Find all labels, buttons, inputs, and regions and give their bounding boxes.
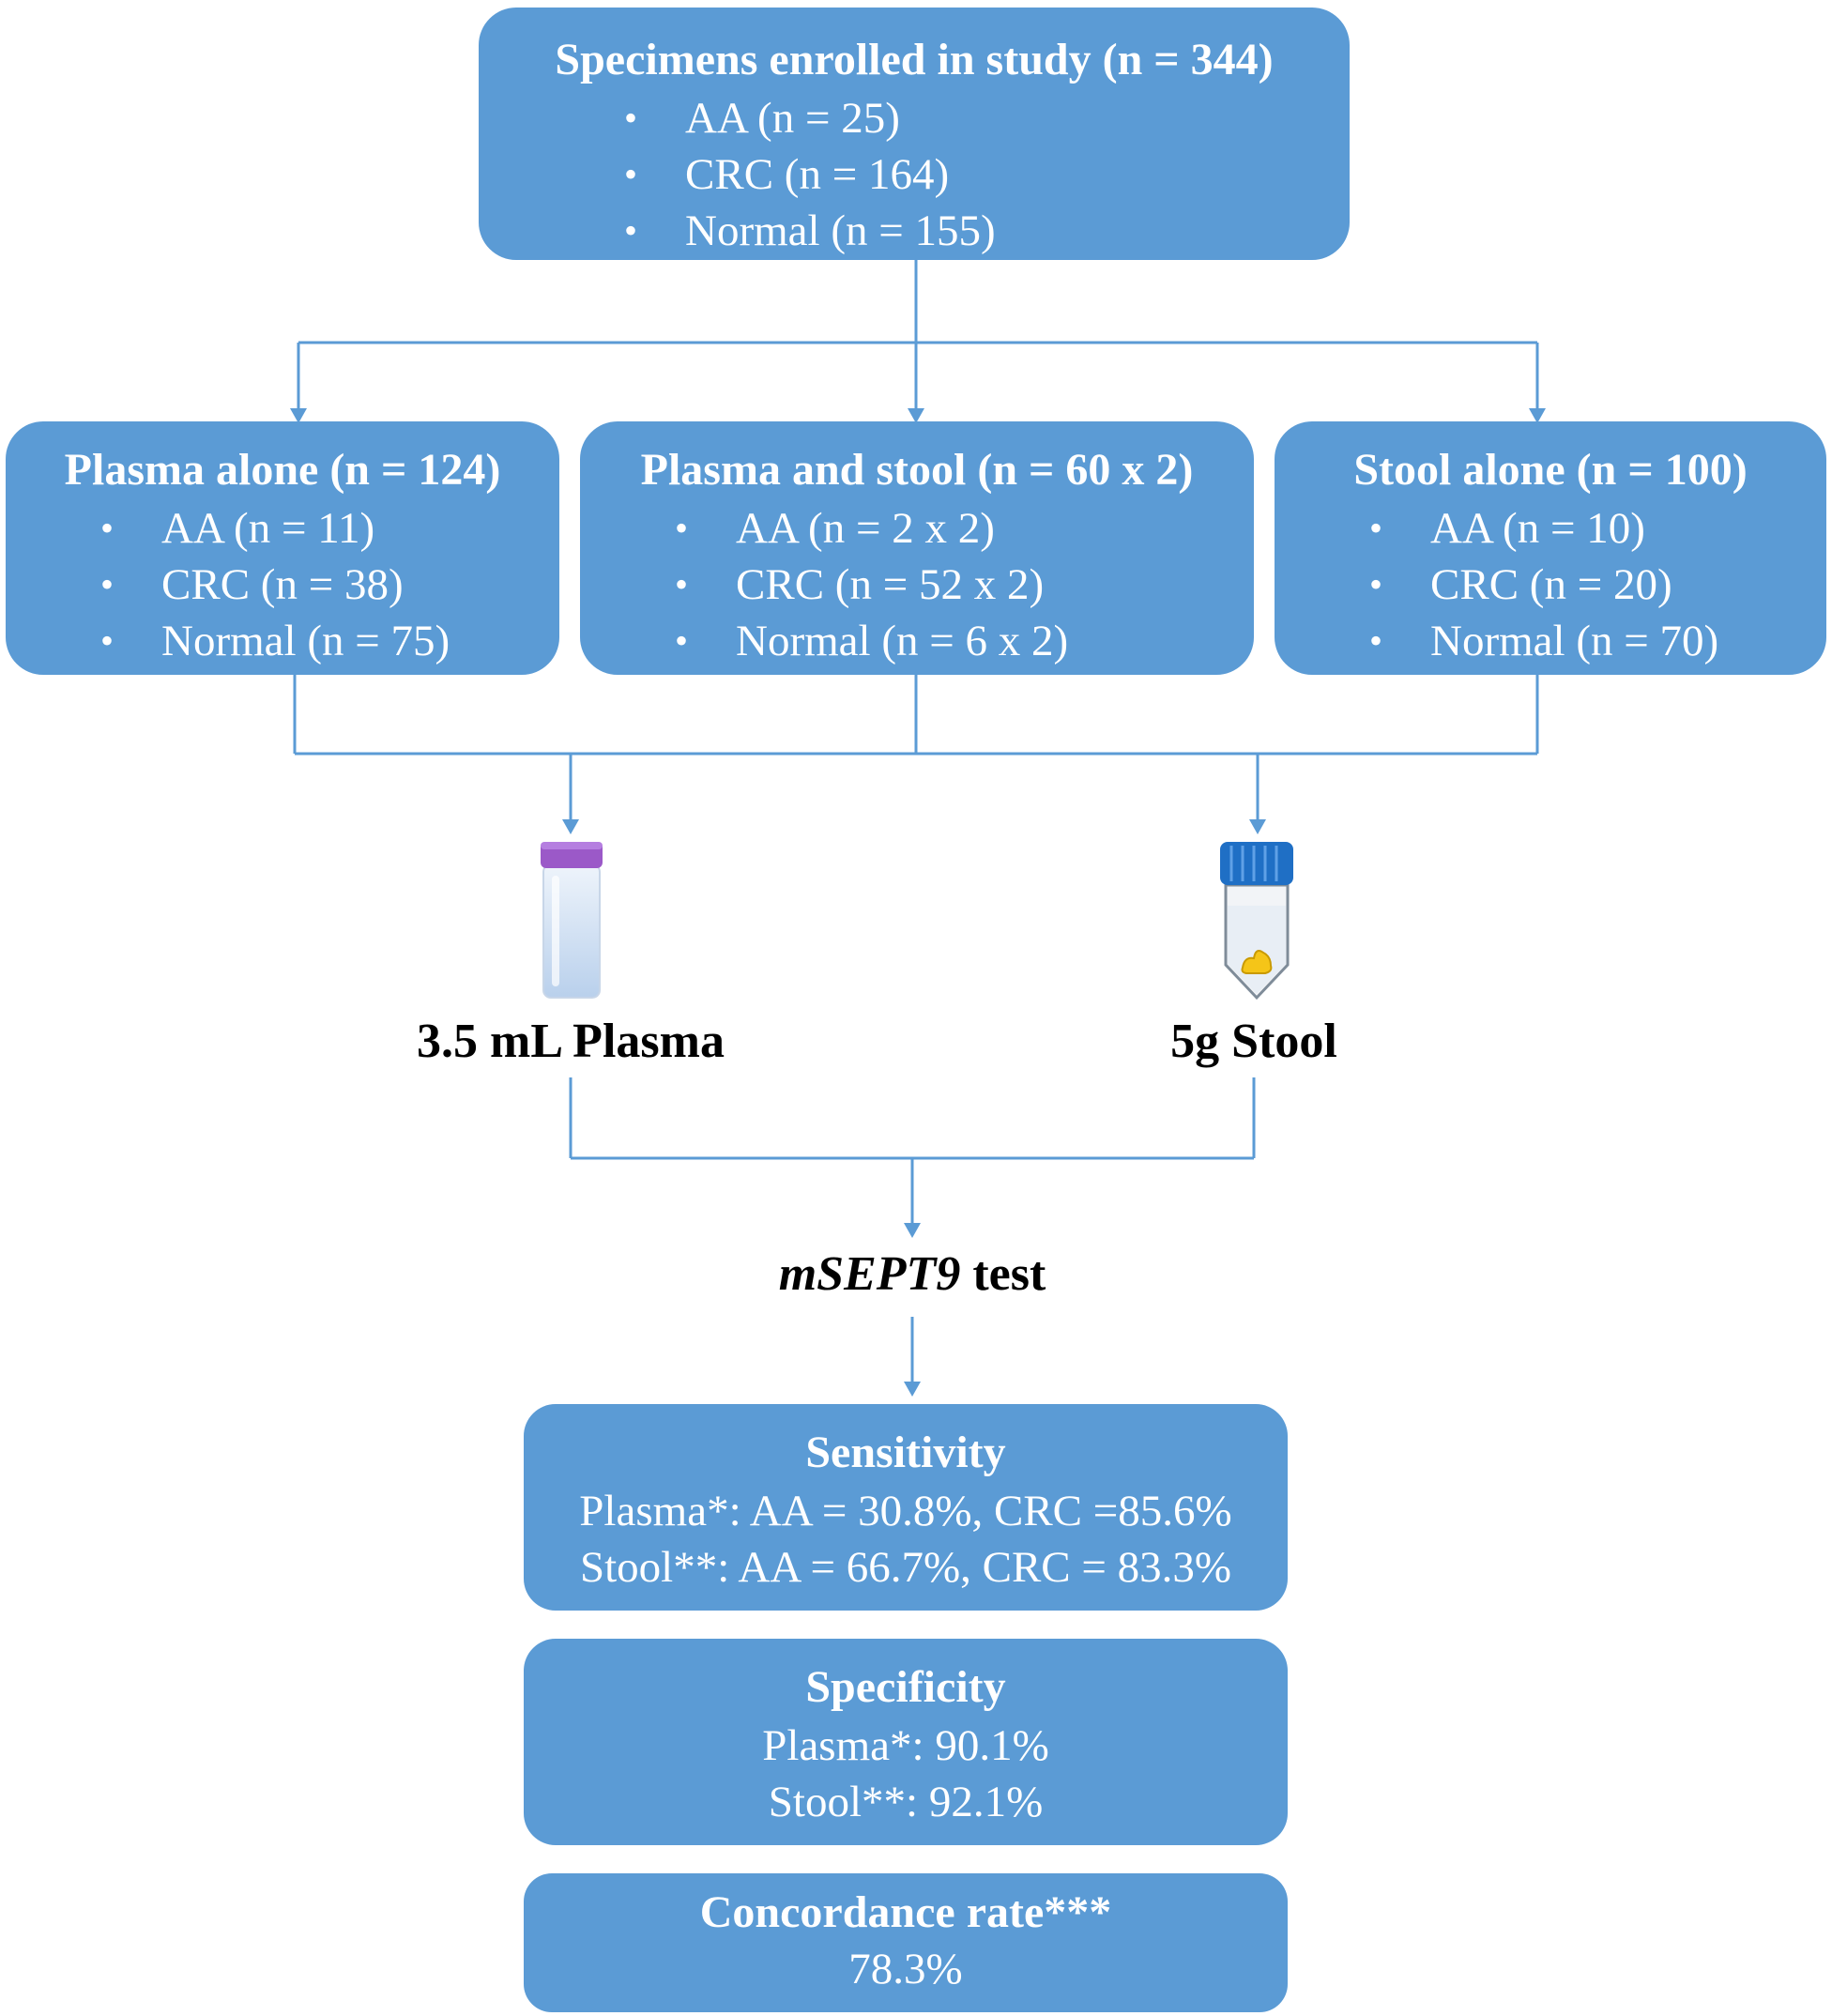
test-name: mSEPT9: [778, 1247, 961, 1301]
list-item: Normal (n = 155): [624, 203, 996, 259]
concordance-box: Concordance rate*** 78.3%: [524, 1873, 1288, 2012]
arrow-heads: [290, 408, 1546, 1397]
list-item: AA (n = 2 x 2): [675, 500, 1068, 557]
plasma-sample-label: 3.5 mL Plasma: [417, 1015, 725, 1068]
sensitivity-title: Sensitivity: [805, 1428, 1006, 1477]
list-item: AA (n = 25): [624, 90, 996, 146]
group-title: Plasma and stool (n = 60 x 2): [640, 445, 1194, 495]
stool-tube-icon: [1220, 842, 1293, 1000]
test-label: mSEPT9 test: [631, 1245, 1194, 1305]
concordance-value: 78.3%: [848, 1945, 963, 1993]
group-title: Stool alone (n = 100): [1353, 445, 1748, 495]
plasma-and-stool-box: Plasma and stool (n = 60 x 2) AA (n = 2 …: [580, 421, 1254, 675]
sensitivity-box: Sensitivity Plasma*: AA = 30.8%, CRC =85…: [524, 1404, 1288, 1611]
group-title: Plasma alone (n = 124): [64, 445, 501, 495]
list-item: AA (n = 11): [100, 500, 450, 557]
sensitivity-plasma: Plasma*: AA = 30.8%, CRC =85.6%: [579, 1487, 1232, 1535]
test-suffix: test: [960, 1247, 1046, 1301]
list-item: Normal (n = 6 x 2): [675, 613, 1068, 669]
plasma-tube-icon: [541, 842, 603, 999]
specificity-plasma: Plasma*: 90.1%: [762, 1721, 1049, 1770]
list-item: AA (n = 10): [1369, 500, 1718, 557]
list-item: Normal (n = 70): [1369, 613, 1718, 669]
enrolled-box: Specimens enrolled in study (n = 344) AA…: [479, 8, 1350, 260]
group-list: AA (n = 11) CRC (n = 38) Normal (n = 75): [100, 500, 450, 669]
list-item: CRC (n = 38): [100, 557, 450, 613]
group-list: AA (n = 2 x 2) CRC (n = 52 x 2) Normal (…: [675, 500, 1068, 669]
group-list: AA (n = 10) CRC (n = 20) Normal (n = 70): [1369, 500, 1718, 669]
specificity-stool: Stool**: 92.1%: [768, 1778, 1044, 1826]
specificity-box: Specificity Plasma*: 90.1% Stool**: 92.1…: [524, 1639, 1288, 1845]
sensitivity-stool: Stool**: AA = 66.7%, CRC = 83.3%: [579, 1543, 1232, 1592]
list-item: CRC (n = 52 x 2): [675, 557, 1068, 613]
enrolled-title: Specimens enrolled in study (n = 344): [555, 35, 1274, 84]
list-item: Normal (n = 75): [100, 613, 450, 669]
stool-alone-box: Stool alone (n = 100) AA (n = 10) CRC (n…: [1275, 421, 1826, 675]
list-item: CRC (n = 20): [1369, 557, 1718, 613]
concordance-title: Concordance rate***: [699, 1887, 1112, 1937]
plasma-alone-box: Plasma alone (n = 124) AA (n = 11) CRC (…: [6, 421, 559, 675]
stool-sample-label: 5g Stool: [1170, 1015, 1337, 1068]
specificity-title: Specificity: [805, 1662, 1006, 1712]
enrolled-list: AA (n = 25) CRC (n = 164) Normal (n = 15…: [624, 90, 996, 259]
list-item: CRC (n = 164): [624, 146, 996, 203]
